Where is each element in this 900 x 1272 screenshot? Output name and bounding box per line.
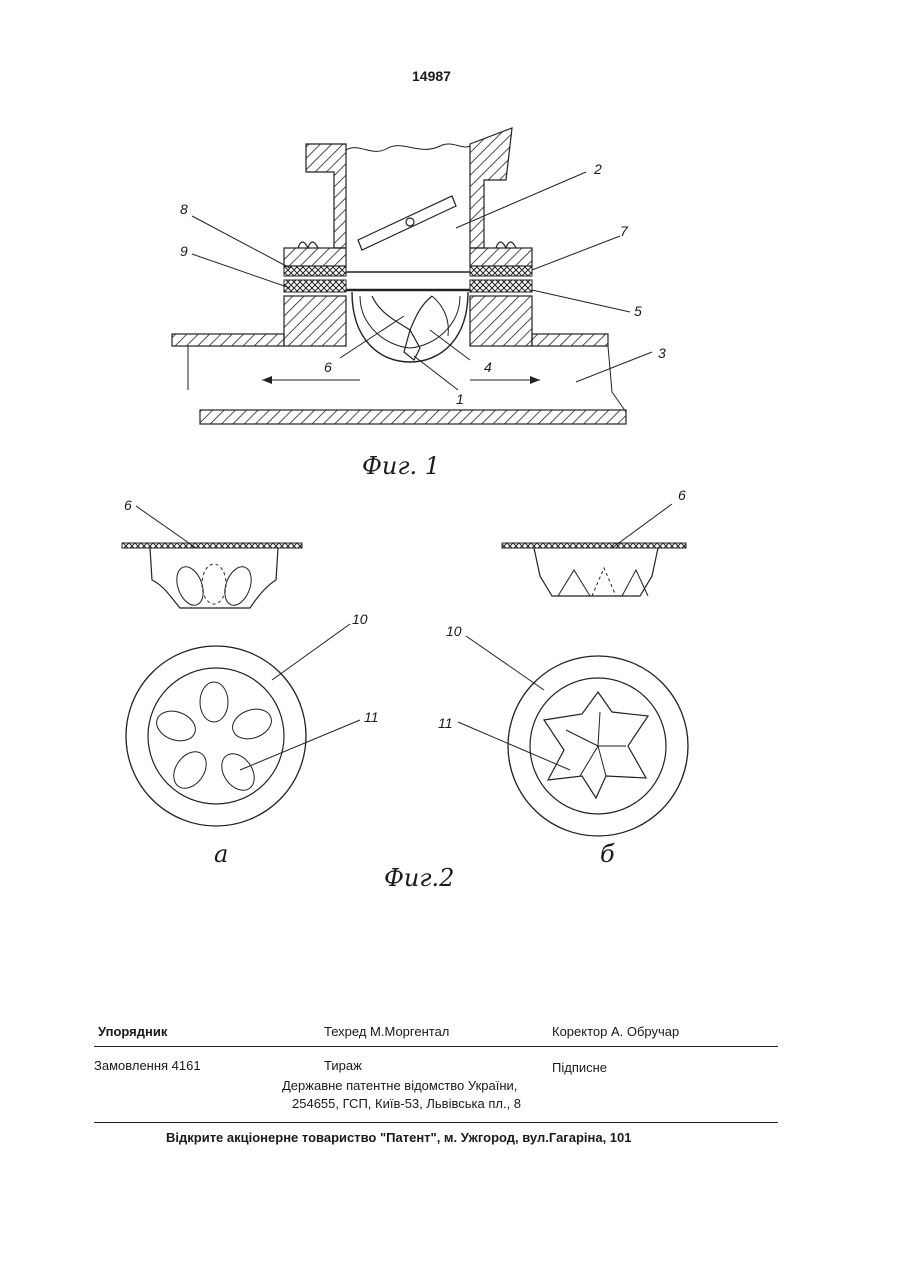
gasket-7: [470, 266, 532, 276]
housing-left: [284, 296, 346, 346]
label-a-11: 11: [364, 709, 379, 725]
figure-2-caption: Фиг.2: [384, 864, 454, 892]
pipe-bottom-wall: [200, 410, 626, 424]
label-a-6: 6: [124, 497, 132, 513]
variant-b: б: [600, 840, 615, 868]
cup: [352, 292, 468, 362]
label-b-6: 6: [678, 487, 686, 503]
footer-rule-top: [94, 1046, 778, 1047]
tech-editor: Техред М.Моргентал: [324, 1024, 449, 1039]
compiler: Упорядник: [98, 1024, 167, 1039]
label-5: 5: [634, 303, 642, 319]
gasket-5: [470, 280, 532, 292]
upper-tube-right: [470, 128, 512, 248]
order: Замовлення 4161: [94, 1058, 201, 1073]
figure-1-caption: Фиг. 1: [362, 452, 440, 480]
circulation: Тираж: [324, 1058, 362, 1073]
label-7: 7: [620, 223, 629, 239]
label-1: 1: [456, 391, 464, 407]
pipe-top-wall: [172, 334, 284, 346]
corrector: Коректор А. Обручар: [552, 1024, 679, 1039]
label-3: 3: [658, 345, 666, 361]
office-line-2: 254655, ГСП, Київ-53, Львівська пл., 8: [292, 1096, 521, 1111]
label-4: 4: [484, 359, 492, 375]
patent-figures: 8 9 2 7 5 3 6 4 1 Фиг. 1 6 6: [0, 0, 900, 1000]
label-2: 2: [593, 161, 602, 177]
flange-right: [470, 248, 532, 266]
variant-a: а: [214, 840, 228, 868]
signed: Підписне: [552, 1060, 607, 1075]
flange-left: [284, 248, 346, 266]
label-8: 8: [180, 201, 188, 217]
footer-rule-bottom: [94, 1122, 778, 1123]
gasket-9: [284, 280, 346, 292]
figure-1: 8 9 2 7 5 3 6 4 1 Фиг. 1: [172, 128, 666, 480]
housing-right: [470, 296, 532, 346]
label-a-10: 10: [352, 611, 368, 627]
upper-tube-left: [306, 144, 346, 248]
pipe-top-wall-right: [532, 334, 608, 346]
figure-2: 6 6 10 11 а 10 11 б Фиг.2: [122, 487, 688, 892]
label-b-10: 10: [446, 623, 462, 639]
gasket-8: [284, 266, 346, 276]
label-b-11: 11: [438, 715, 453, 731]
label-9: 9: [180, 243, 188, 259]
office-line-1: Державне патентне відомство України,: [282, 1078, 517, 1093]
label-6: 6: [324, 359, 332, 375]
printer: Відкрите акціонерне товариство "Патент",…: [166, 1130, 632, 1145]
